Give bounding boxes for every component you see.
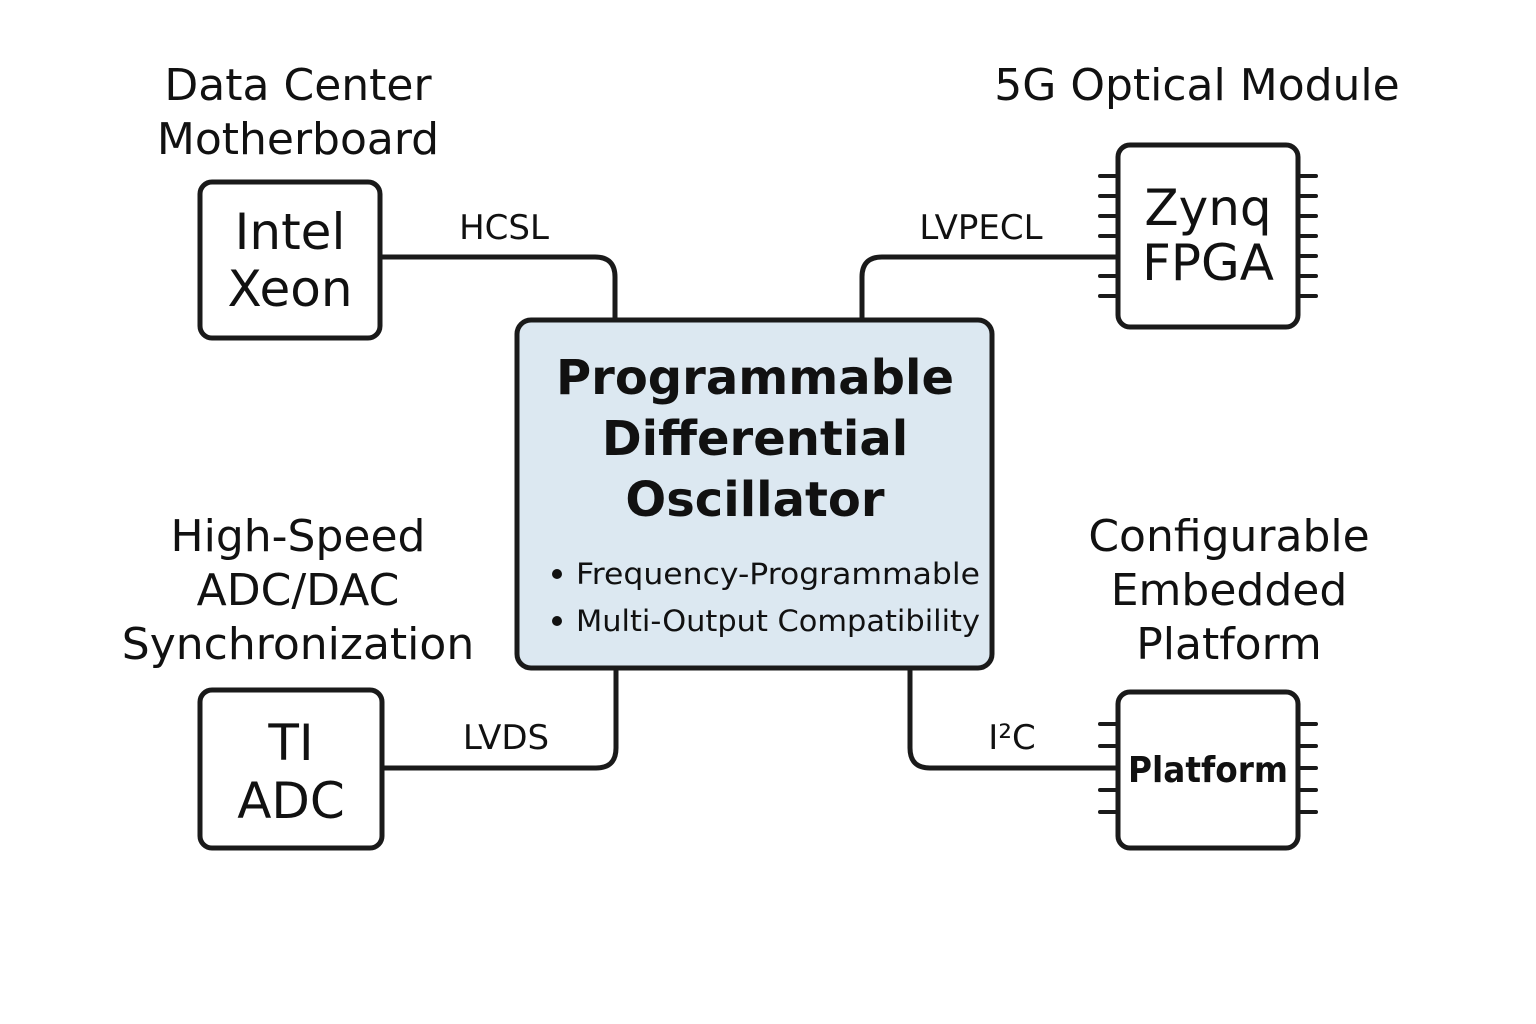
zynq-fpga-label-line-2: FPGA: [1142, 234, 1274, 292]
ti-adc-label-line-1: TI: [267, 714, 313, 772]
intel-xeon-chip: [197, 179, 383, 341]
intel-xeon-label-line-2: Xeon: [227, 260, 352, 318]
bullet-dot-2: [552, 616, 562, 626]
oscillator-box: [514, 317, 995, 671]
ti-adc-chip: [197, 687, 385, 851]
oscillator-title-line-3: Oscillator: [625, 472, 885, 528]
embedded-platform-heading-line-2: Embedded: [1111, 565, 1348, 616]
feature-bullet-2: Multi-Output Compatibility: [576, 604, 980, 638]
embedded-platform-heading-line-3: Platform: [1136, 619, 1322, 670]
adc-sync-heading-line-2: ADC/DAC: [197, 565, 400, 616]
lvpecl-signal-label: LVPECL: [919, 208, 1042, 248]
data-center-group: Data Center Motherboard Intel Xeon HCSL: [157, 60, 549, 341]
wire-i2c: [907, 665, 1121, 771]
wire-lvpecl: [859, 254, 1121, 323]
intel-xeon-label-line-1: Intel: [235, 203, 346, 261]
platform-chip-pins: [1098, 722, 1318, 814]
embedded-platform-heading-line-1: Configurable: [1088, 511, 1369, 562]
optical-module-heading: 5G Optical Module: [994, 60, 1399, 111]
hcsl-signal-label: HCSL: [459, 208, 549, 248]
platform-chip: [1115, 689, 1301, 851]
optical-module-group: 5G Optical Module Zynq FPGA LVPECL: [919, 60, 1400, 330]
adc-sync-group: High-Speed ADC/DAC Synchronization TI AD…: [122, 511, 549, 851]
embedded-platform-group: Configurable Embedded Platform Platform …: [988, 511, 1370, 851]
oscillator-title-line-2: Differential: [602, 411, 908, 467]
feature-bullet-1: Frequency-Programmable: [576, 557, 980, 591]
wire-hcsl: [377, 254, 618, 323]
zynq-fpga-chip: [1115, 142, 1301, 330]
data-center-heading-line-2: Motherboard: [157, 114, 439, 165]
bullet-dot-1: [552, 569, 562, 579]
ti-adc-label-line-2: ADC: [237, 772, 345, 830]
platform-chip-label: Platform: [1128, 750, 1288, 791]
oscillator-block: Programmable Differential Oscillator Fre…: [514, 317, 995, 671]
data-center-heading-line-1: Data Center: [164, 60, 432, 111]
oscillator-title-line-1: Programmable: [556, 350, 954, 406]
zynq-fpga-label-line-1: Zynq: [1144, 179, 1271, 237]
adc-sync-heading-line-1: High-Speed: [171, 511, 426, 562]
zynq-fpga-pins: [1098, 174, 1318, 298]
i2c-signal-label: I²C: [988, 718, 1035, 758]
adc-sync-heading-line-3: Synchronization: [122, 619, 474, 670]
wire-lvds: [379, 665, 619, 771]
lvds-signal-label: LVDS: [463, 718, 549, 758]
